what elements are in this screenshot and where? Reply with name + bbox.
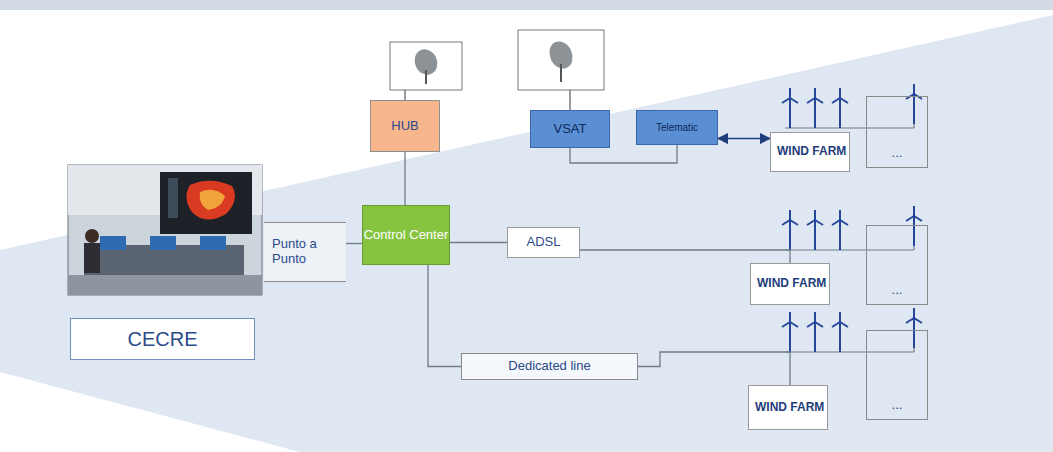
wind-turbine — [782, 210, 798, 250]
wind-turbine — [832, 210, 848, 250]
dedicated-line-box: Dedicated line — [461, 353, 638, 380]
vsat-box: VSAT — [530, 110, 610, 148]
link-box: Punto a Punto — [264, 222, 346, 282]
turbine-bus — [785, 249, 914, 250]
node-text: VSAT — [554, 122, 587, 137]
satellite-dish — [518, 30, 604, 110]
connector-line — [428, 265, 461, 367]
turbine-bus — [913, 124, 914, 128]
hub-box: HUB — [370, 100, 440, 152]
wind-turbine — [807, 210, 823, 250]
more-farms-box: ... — [866, 225, 928, 305]
node-text: WIND FARM — [757, 277, 826, 291]
more-farms-box: ... — [866, 330, 928, 420]
wind-turbine — [807, 312, 823, 352]
node-text: CECRE — [127, 328, 197, 351]
wind-turbine — [832, 88, 848, 128]
top-strip — [0, 0, 1053, 10]
cecre-box: CECRE — [70, 318, 255, 360]
turbine-bus — [785, 351, 914, 352]
node-text: ... — [892, 283, 903, 298]
connector-line — [404, 152, 405, 205]
connector-line — [450, 242, 507, 243]
node-text: HUB — [391, 119, 418, 134]
wind-turbine — [906, 84, 922, 124]
connector-line — [346, 243, 362, 244]
node-text: Dedicated line — [508, 359, 590, 374]
wind-turbine — [906, 308, 922, 348]
node-text: WIND FARM — [777, 145, 846, 159]
turbine-bus — [913, 348, 914, 352]
connector-line — [580, 250, 790, 263]
turbine-bus — [785, 127, 914, 128]
adsl-box: ADSL — [507, 227, 580, 258]
telematic-box: Telematic — [636, 110, 718, 145]
connector-line — [638, 352, 790, 385]
wind-turbine — [782, 312, 798, 352]
node-text: WIND FARM — [755, 401, 824, 415]
node-text: Control Center — [364, 228, 449, 243]
wind-farm-box: WIND FARM — [748, 385, 828, 430]
wind-turbine — [906, 206, 922, 246]
node-text: Punto a Punto — [272, 237, 346, 267]
node-text: ... — [892, 398, 903, 413]
light-wedge — [0, 15, 1053, 452]
control-room-photo — [68, 165, 262, 295]
connector-line — [718, 138, 770, 140]
node-text: ADSL — [527, 235, 561, 250]
more-farms-box: ... — [866, 96, 928, 168]
node-text: ... — [892, 146, 903, 161]
wind-turbine — [807, 88, 823, 128]
satellite-dish — [390, 42, 462, 100]
control-center-box: Control Center — [362, 205, 450, 265]
wind-turbine — [832, 312, 848, 352]
turbine-bus — [913, 246, 914, 250]
node-text: Telematic — [656, 122, 698, 134]
wind-farm-box: WIND FARM — [770, 132, 850, 172]
wind-turbines — [782, 84, 922, 352]
wind-farm-box: WIND FARM — [750, 263, 830, 305]
wind-turbine — [782, 88, 798, 128]
